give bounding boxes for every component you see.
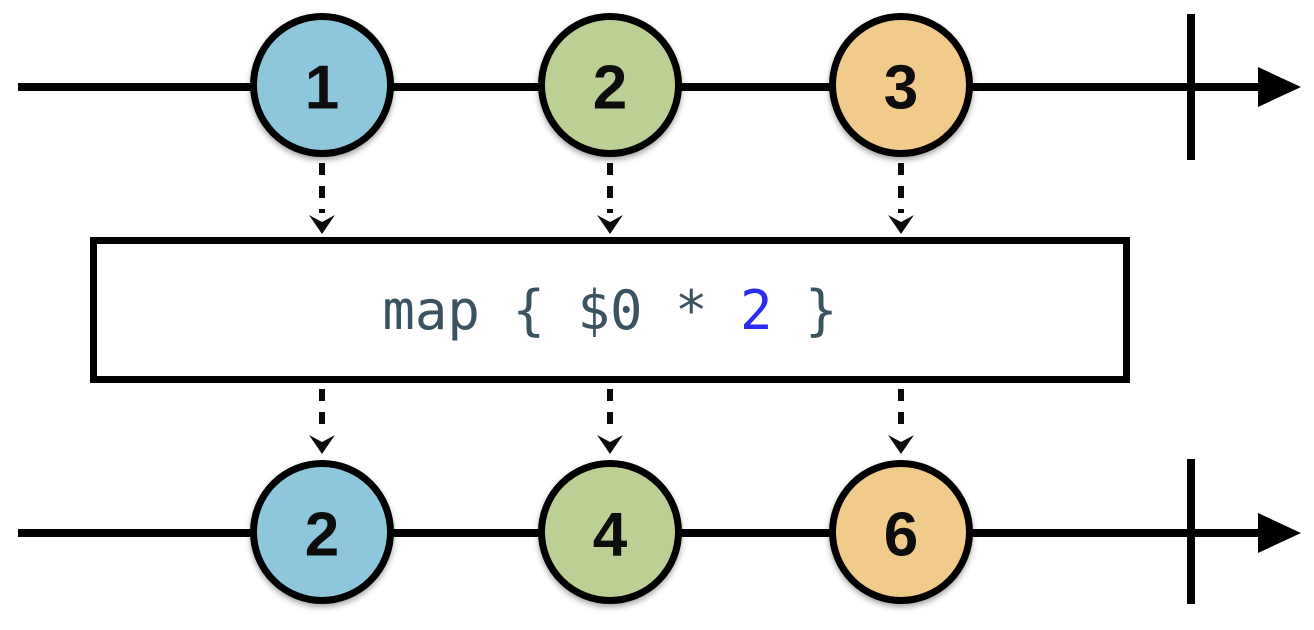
output-stream: 2 4 6 [18,459,1301,604]
input-marble-1: 1 [250,13,394,157]
output-marble-1: 2 [250,460,394,604]
input-marble-1-value: 1 [305,54,339,123]
output-marble-2: 4 [538,460,682,604]
input-marble-1-circle [250,13,394,157]
input-marble-3-value: 3 [884,54,918,123]
operator-code: map { $0 * 2 } [382,279,837,342]
dashed-arrow-down-icon [888,163,914,234]
operator-code-prefix: map { $0 * [382,279,740,342]
output-marble-2-circle [538,460,682,604]
operator-code-highlight: 2 [740,279,773,342]
dashed-arrow-down-icon [888,389,914,454]
output-marble-1-value: 2 [305,501,339,570]
dashed-arrow-down-icon [597,163,623,234]
dashed-arrow-down-icon [309,389,335,454]
input-marble-3: 3 [829,13,973,157]
input-stream: 1 2 3 [18,13,1301,160]
operator-box: map { $0 * 2 } [90,237,1130,383]
operator-to-output-arrows [309,389,914,454]
input-timeline-arrowhead-icon [1258,67,1301,107]
input-to-operator-arrows [309,163,914,234]
input-marble-3-circle [829,13,973,157]
output-timeline-arrowhead-icon [1258,513,1301,553]
input-marble-2: 2 [538,13,682,157]
output-marble-3-circle [829,460,973,604]
output-marble-3-value: 6 [884,501,918,570]
operator-code-suffix: } [773,279,838,342]
dashed-arrow-down-icon [309,163,335,234]
input-marble-2-circle [538,13,682,157]
output-marble-1-circle [250,460,394,604]
dashed-arrow-down-icon [597,389,623,454]
output-marble-2-value: 4 [593,501,628,570]
input-marble-2-value: 2 [593,54,627,123]
output-marble-3: 6 [829,460,973,604]
operator-box-frame [90,237,1130,383]
